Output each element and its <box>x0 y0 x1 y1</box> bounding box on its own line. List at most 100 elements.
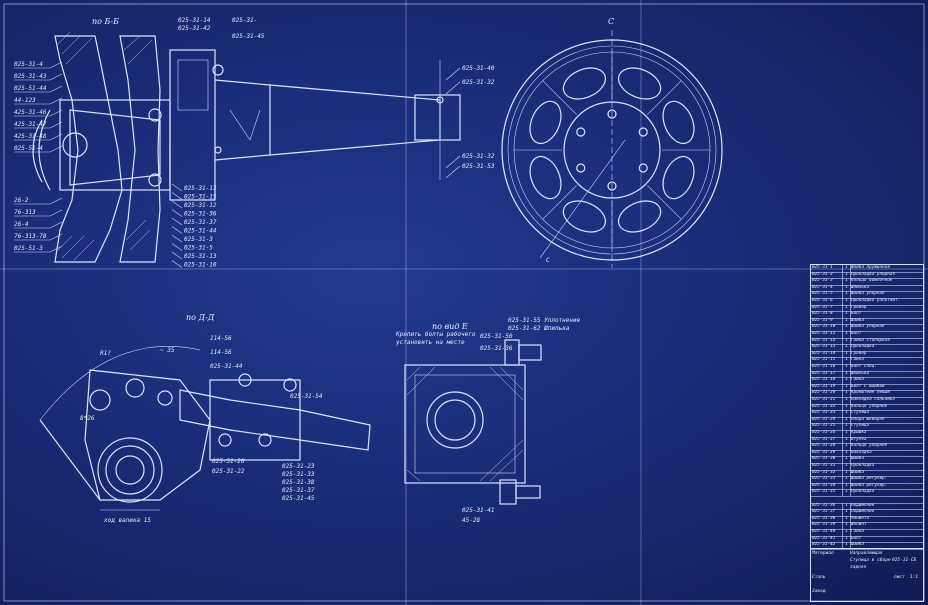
knuckle-label: 114-56 <box>210 335 232 342</box>
hub-label-mid: 025-31-12 <box>184 202 217 209</box>
parts-cell-pos: 025-31-24 <box>812 416 836 422</box>
hub-labels-mid: 025-31-13025-31-15025-31-12025-31-36025-… <box>171 183 217 269</box>
parts-cell-pos: 025-31-35 <box>812 489 836 495</box>
parts-cell-pos: 025-31-27 <box>812 436 836 442</box>
parts-cell-name: Шпилька <box>851 370 870 376</box>
hub-label-left: 425-31-48 <box>14 133 47 140</box>
parts-cell-qty: 1 <box>842 515 851 523</box>
parts-cell-qty: 1 <box>842 463 851 470</box>
parts-cell-name: Прокладка <box>851 489 875 495</box>
parts-cell-pos: 025-31-6 <box>812 298 833 303</box>
parts-cell-name: Шайба регулир. <box>851 482 888 488</box>
section-note: 025-31-36 <box>480 345 513 352</box>
stamp-code: 025-31-СБ <box>892 558 917 563</box>
parts-cell-name: Гровер <box>851 304 867 310</box>
parts-cell-pos: 025-31-8 <box>812 311 833 317</box>
parts-cell-qty: 1 <box>842 529 851 536</box>
parts-cell-pos: 025-31-18 <box>812 377 836 383</box>
parts-cell-pos: 025-31-13 <box>812 344 836 350</box>
stamp-title2: Ступица в сборе <box>850 558 891 563</box>
hub-label-mid: 025-31-37 <box>184 219 217 226</box>
parts-cell-pos: 025-31-33 <box>812 476 836 482</box>
disc-cutout <box>662 100 695 145</box>
dimension-label: ход валика 15 <box>103 517 151 524</box>
parts-cell-name: Кольцо войлочное <box>851 278 893 284</box>
knuckle-label: 025-31-37 <box>282 487 315 494</box>
parts-cell-qty: 1 <box>842 416 851 424</box>
view-title-bottom: по Д-Д <box>186 313 215 322</box>
parts-cell-name: Болт <box>851 311 862 317</box>
hub-label-top: 025-31-42 <box>178 25 211 32</box>
knuckle-label: 025-31-33 <box>282 471 315 478</box>
parts-cell-qty: 1 <box>842 390 851 397</box>
parts-cell-name: Кольцо упорное <box>851 443 888 449</box>
parts-cell-qty: 1 <box>842 344 851 351</box>
stamp-scale: 1:1 <box>910 575 919 580</box>
parts-cell-pos: 025-31-32 <box>812 469 836 475</box>
dimension-label: 8*26 <box>80 415 95 422</box>
section-note: 025-31-50 <box>480 333 513 340</box>
parts-cell-name: Кронштейн левый <box>851 390 890 396</box>
hub-label-left: 025-51-3 <box>14 245 43 252</box>
parts-cell-name: Шплинт <box>851 522 867 528</box>
bolt-hole <box>607 109 617 119</box>
section-note: 025-31-55 Уплотнение <box>508 317 581 324</box>
parts-cell-pos: 025-31-4 <box>812 284 833 290</box>
disc-cutout <box>662 155 695 200</box>
section-bottom-label: 025-31-41 <box>462 507 495 514</box>
parts-cell-name: Гайка <box>851 357 864 363</box>
parts-cell-name: Прокладка упорная <box>851 271 895 277</box>
parts-cell-qty: 1 <box>842 377 851 384</box>
disc-spoke <box>542 80 577 115</box>
hub-label-mid: 025-31-13 <box>184 185 217 192</box>
knuckle-label: 114-56 <box>210 349 232 356</box>
disc-cutout <box>529 100 562 145</box>
hub-label-left: 26-2 <box>14 197 29 204</box>
knuckle-label: 025-31-45 <box>282 495 315 502</box>
knuckle-label: 025-31-54 <box>290 393 323 400</box>
hub-label-top: 025-31-45 <box>232 33 265 40</box>
parts-cell-pos: 025-31-1 <box>812 265 833 270</box>
view-title-top: по Б-Б <box>92 17 119 26</box>
hub-label-left: 425-31-47 <box>14 121 47 128</box>
parts-cell-name: Шайба упорная <box>851 291 885 297</box>
shaft-label: 025-31-32 <box>462 79 495 86</box>
parts-cell-qty: 1 <box>842 489 851 496</box>
parts-cell-pos: 025-31-15 <box>812 357 836 363</box>
section-note: Крепить болты рабочего <box>395 331 476 338</box>
parts-cell-pos: 025-31-2 <box>812 271 833 277</box>
knuckle-label: 025-31-20 <box>212 458 245 465</box>
parts-cell-pos: 025-31-39 <box>812 522 836 528</box>
stamp-material: Сталь <box>812 575 826 580</box>
parts-cell-qty: 1 <box>842 271 851 279</box>
parts-cell-qty: 1 <box>842 410 851 417</box>
bolt-hole <box>576 127 586 137</box>
parts-cell-pos: 025-31-11 <box>812 331 836 336</box>
parts-cell-pos: 025-31-40 <box>812 529 836 534</box>
sheet-border <box>3 3 925 602</box>
parts-cell-qty: 1 <box>842 284 851 292</box>
hub-labels-left: 025-31-4025-31-43025-51-4444-123425-31-4… <box>14 61 63 253</box>
parts-cell-name: Гайка стопорная <box>851 337 890 343</box>
shaft-label: 025-31-53 <box>462 163 495 170</box>
lower-left-labels: 114-56114-56025-31-44025-31-54025-31-200… <box>210 335 323 502</box>
